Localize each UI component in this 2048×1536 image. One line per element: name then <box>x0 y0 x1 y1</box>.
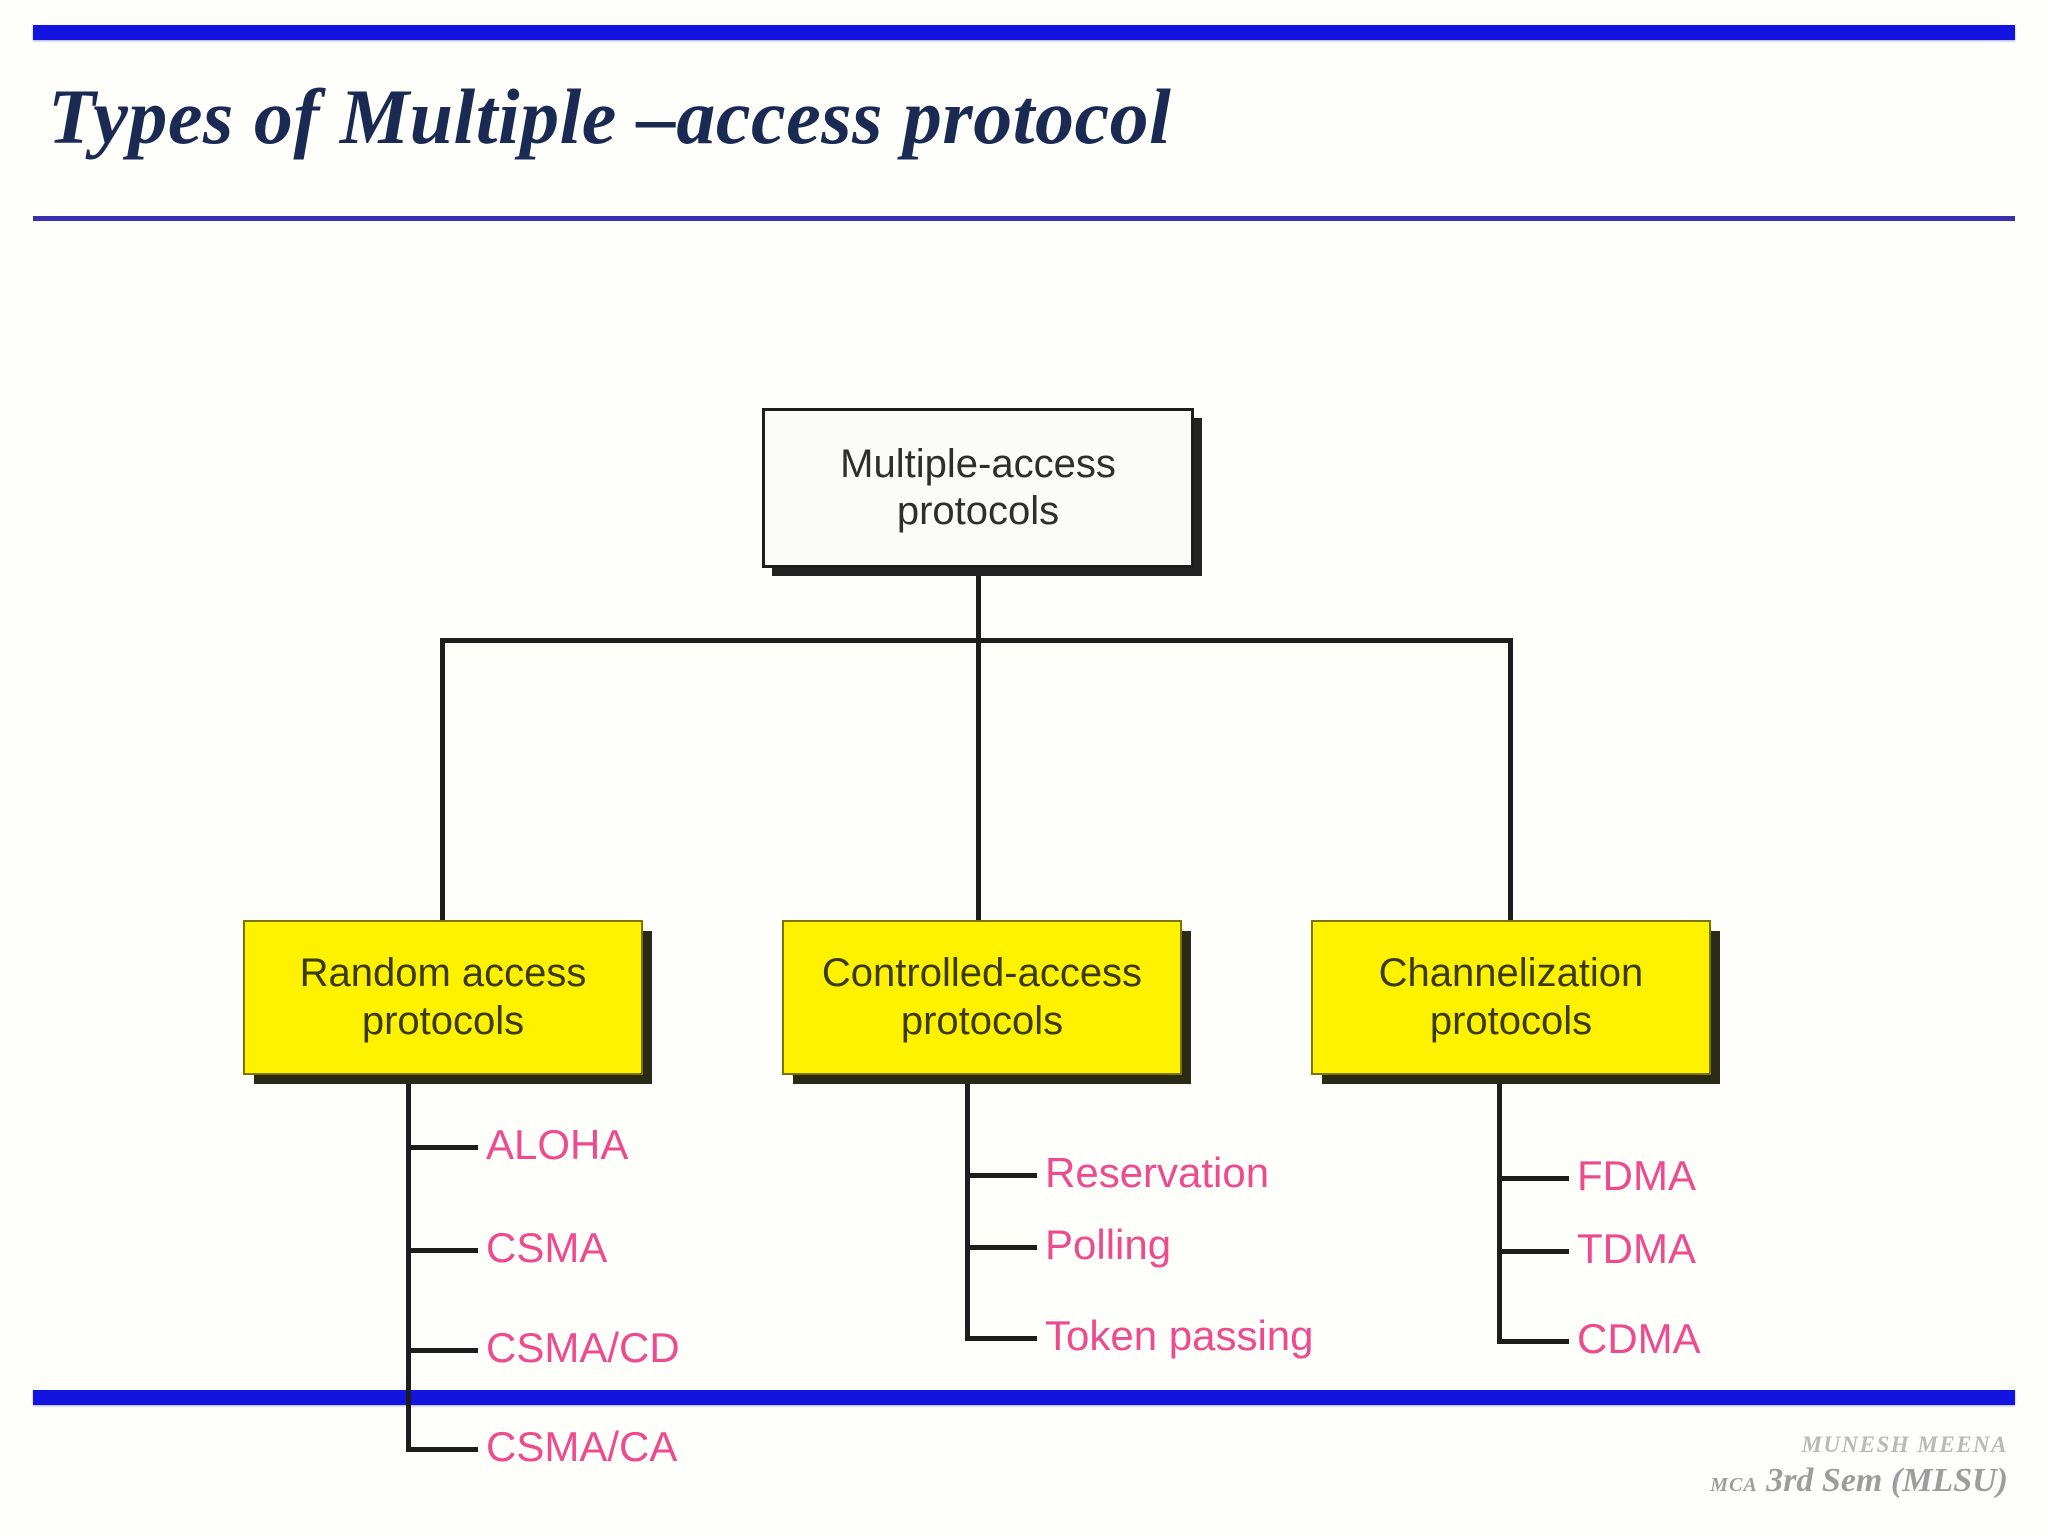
leaf-label: ALOHA <box>486 1121 629 1168</box>
node-root-label: Multiple-access protocols <box>840 441 1116 533</box>
top-accent-rule <box>33 25 2015 40</box>
footer-course-text: 3rd Sem (MLSU) <box>1766 1462 2008 1499</box>
leaf-label: Polling <box>1045 1221 1172 1268</box>
node-root: Multiple-access protocols <box>762 408 1194 568</box>
leaf-tick-icon <box>406 1347 478 1353</box>
leaf-tick-icon <box>406 1144 478 1150</box>
page-title: Types of Multiple –access protocol <box>48 73 1172 160</box>
leaf-spine-0 <box>406 1075 411 1451</box>
leaf-label: FDMA <box>1577 1152 1696 1199</box>
leaf-tick-icon <box>406 1446 478 1452</box>
leaf-tick-icon <box>965 1335 1037 1341</box>
leaf-tick-icon <box>965 1172 1037 1178</box>
connector-drop-0 <box>440 638 445 922</box>
leaf-tick-icon <box>1497 1338 1569 1344</box>
footer-author: MUNESH MEENA <box>1801 1432 2008 1457</box>
multiple-access-protocol-tree: Multiple-access protocols Random access … <box>0 240 2048 1468</box>
bottom-accent-rule <box>33 1390 2015 1405</box>
footer-course-prefix: MCA <box>1710 1474 1758 1496</box>
leaf-spine-2 <box>1497 1075 1502 1343</box>
leaf-label: Reservation <box>1045 1149 1270 1196</box>
connector-root-trunk <box>976 568 981 640</box>
footer-course: MCA 3rd Sem (MLSU) <box>1710 1462 2008 1500</box>
leaf-label: TDMA <box>1577 1225 1696 1272</box>
leaf-tick-icon <box>406 1247 478 1253</box>
title-divider-rule <box>33 216 2015 221</box>
node-category-0-label: Random access protocols <box>299 951 587 1043</box>
connector-drop-2 <box>1508 638 1513 922</box>
leaf-label: CSMA/CA <box>486 1423 678 1470</box>
node-category-controlled-access: Controlled-access protocols <box>782 920 1182 1075</box>
node-category-random-access: Random access protocols <box>243 920 643 1075</box>
leaf-tick-icon <box>1497 1175 1569 1181</box>
leaf-label: Token passing <box>1045 1312 1314 1359</box>
node-category-1-label: Controlled-access protocols <box>821 951 1143 1043</box>
leaf-tick-icon <box>1497 1248 1569 1254</box>
footer: MUNESH MEENA MCA 3rd Sem (MLSU) <box>1710 1432 2008 1500</box>
leaf-label: CSMA/CD <box>486 1324 680 1371</box>
node-category-2-label: Channelization protocols <box>1378 951 1644 1043</box>
connector-drop-1 <box>976 638 981 922</box>
leaf-label: CDMA <box>1577 1315 1701 1362</box>
leaf-spine-1 <box>965 1075 970 1340</box>
node-category-channelization: Channelization protocols <box>1311 920 1711 1075</box>
leaf-label: CSMA <box>486 1224 608 1271</box>
leaf-tick-icon <box>965 1244 1037 1250</box>
